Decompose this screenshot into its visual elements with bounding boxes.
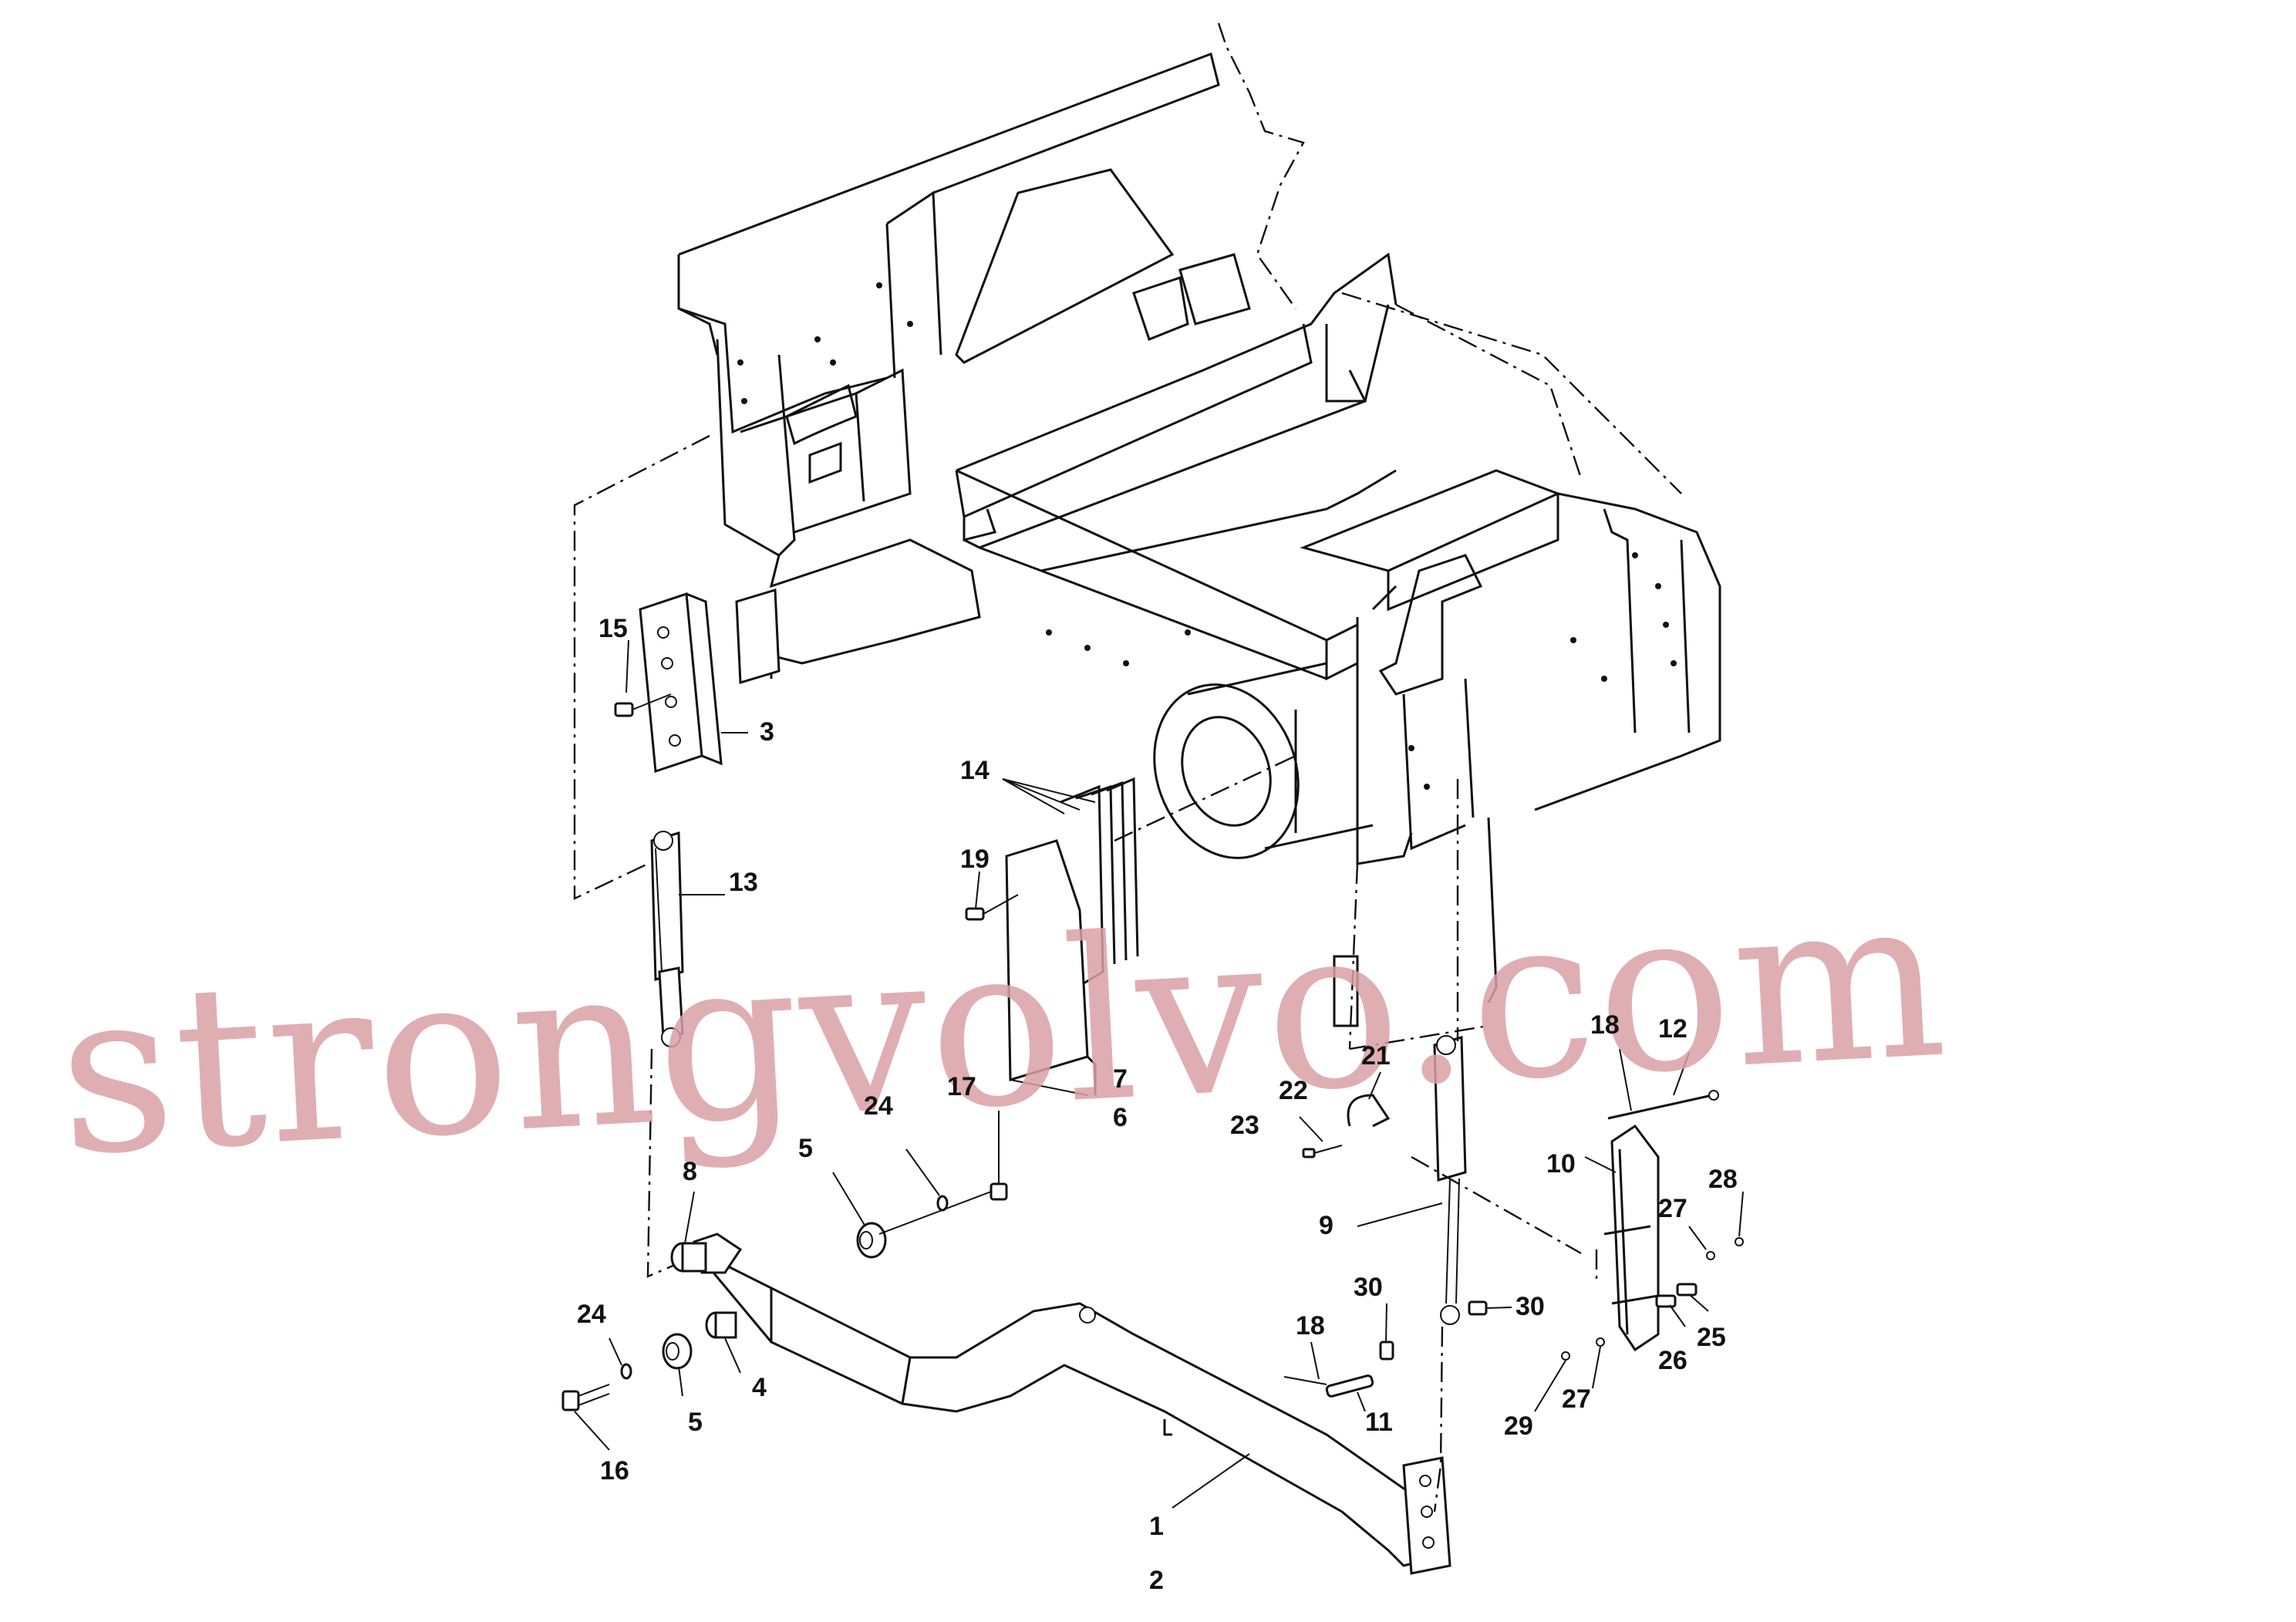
label-4: 4 [752, 1373, 767, 1402]
leader-lines [574, 639, 1744, 1509]
part-17-nut [990, 1182, 1008, 1201]
label-13: 13 [729, 868, 758, 897]
label-9: 9 [1319, 1211, 1333, 1240]
part-15-bolt [614, 693, 672, 717]
part-9-cylinder [1433, 1035, 1467, 1325]
label-22: 22 [1279, 1076, 1308, 1105]
part-10-bracket [1603, 1124, 1660, 1352]
label-28: 28 [1708, 1165, 1738, 1194]
label-24-lower: 24 [577, 1300, 606, 1329]
part-5-bushing-upper [856, 1222, 887, 1259]
part-number-labels: 15 3 14 19 13 7 6 24 17 5 8 24 5 4 16 1 … [577, 614, 1738, 1595]
part-24-washer-left [620, 1363, 632, 1380]
label-16: 16 [600, 1456, 629, 1485]
part-21-handle [1347, 1094, 1391, 1128]
part-30-pins [1379, 1300, 1488, 1361]
label-18-lower: 18 [1296, 1311, 1325, 1340]
frame-holes [737, 282, 1677, 790]
part-3-plate [639, 592, 723, 774]
part-8-bushing [670, 1242, 707, 1273]
label-1: 1 [1149, 1512, 1164, 1541]
part-12-pin [1607, 1090, 1719, 1120]
label-8: 8 [683, 1157, 697, 1186]
part-22-23-bolt [1302, 1145, 1343, 1158]
label-19: 19 [960, 845, 990, 874]
part-5-bushing-left [662, 1333, 693, 1370]
label-3: 3 [760, 717, 774, 747]
label-12: 12 [1658, 1014, 1687, 1044]
label-25: 25 [1697, 1323, 1726, 1352]
part-13-cylinder [650, 831, 684, 1047]
label-30-right: 30 [1515, 1292, 1545, 1321]
part-1-arm [693, 1233, 1451, 1575]
part-25-29-small [1561, 1237, 1744, 1361]
label-27-upper: 27 [1658, 1194, 1687, 1223]
label-17: 17 [947, 1072, 976, 1101]
part-11-pin [1283, 1374, 1374, 1398]
label-26: 26 [1658, 1346, 1687, 1375]
label-27-lower: 27 [1562, 1384, 1591, 1414]
label-29: 29 [1504, 1411, 1533, 1441]
label-15: 15 [598, 614, 628, 643]
part-14-shims [1060, 777, 1139, 985]
label-30-left: 30 [1354, 1273, 1383, 1302]
label-7: 7 [1113, 1064, 1128, 1094]
label-6: 6 [1113, 1103, 1128, 1132]
label-11: 11 [1365, 1408, 1393, 1437]
label-23: 23 [1230, 1111, 1259, 1140]
part-4-pin [705, 1311, 737, 1339]
label-5-upper: 5 [798, 1134, 813, 1163]
assembly-lines [573, 434, 1598, 1512]
part-6-7-plate [1005, 839, 1097, 1096]
label-5-lower: 5 [688, 1408, 703, 1437]
label-18-upper: 18 [1590, 1010, 1620, 1040]
label-21: 21 [1361, 1041, 1391, 1071]
label-14: 14 [960, 756, 990, 785]
part-16-bolt [561, 1384, 610, 1411]
label-2: 2 [1149, 1566, 1164, 1595]
main-frame [677, 22, 1721, 1050]
label-10: 10 [1546, 1149, 1576, 1179]
label-24-upper: 24 [864, 1091, 893, 1121]
part-19-bolt [965, 894, 1019, 921]
